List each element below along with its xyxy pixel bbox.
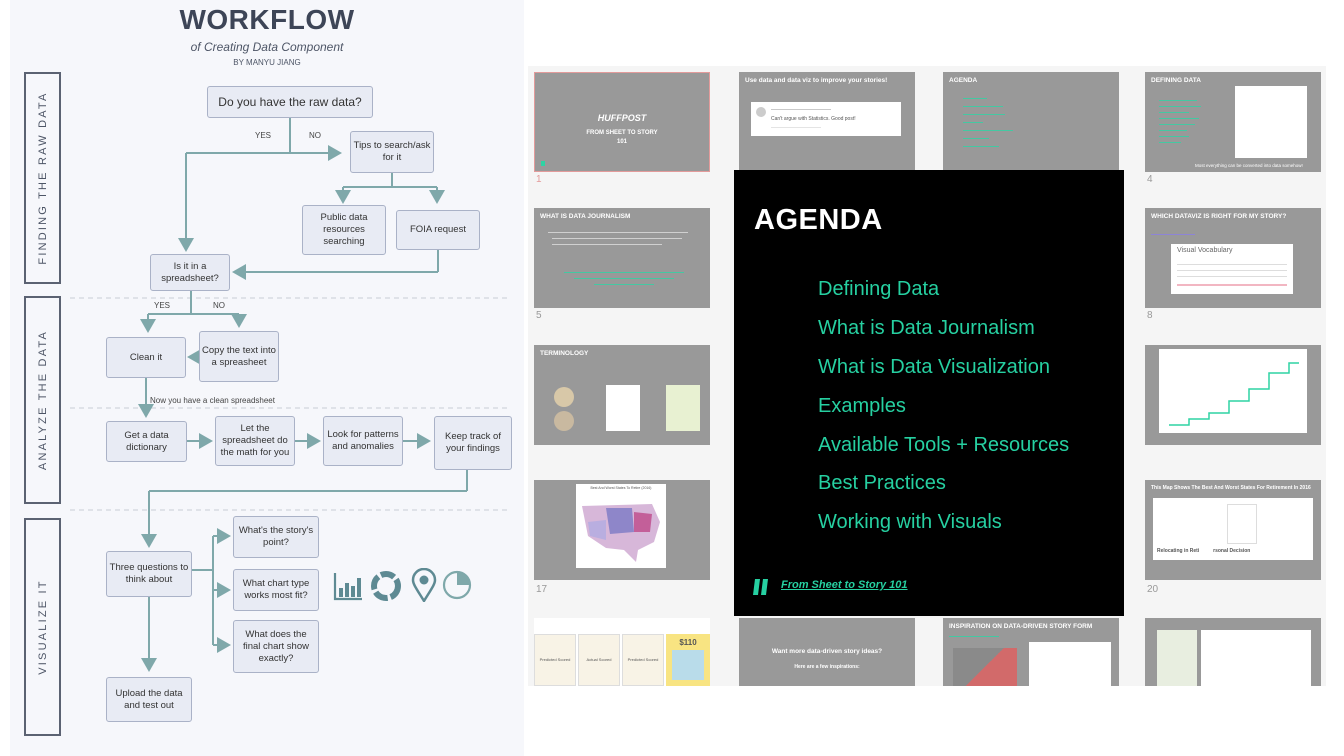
slide-3-title: AGENDA xyxy=(949,77,978,84)
node-chart-type: What chart type works most fit? xyxy=(233,569,319,611)
node-spreadsheet: Is it in a spreadsheet? xyxy=(150,254,230,291)
slide-1-title: FROM SHEET TO STORY 101 xyxy=(586,130,658,145)
node-three-questions: Three questions to think about xyxy=(106,551,192,597)
map-title: Best And Worst States To Retire (2016) xyxy=(590,486,652,490)
slide-thumb-21[interactable]: Predicted Scored Actual Scored Predicted… xyxy=(534,618,710,686)
workflow-author: BY MANYU JIANG xyxy=(233,58,301,67)
slide-thumb-5[interactable]: WHAT IS DATA JOURNALISM xyxy=(534,208,710,308)
price-label: $110 xyxy=(679,638,697,647)
slide-sorter: HUFFPOST FROM SHEET TO STORY 101 1 Use d… xyxy=(528,66,1326,686)
pie-chart-icon xyxy=(442,570,472,600)
node-foia: FOIA request xyxy=(396,210,480,250)
slide-number-8: 8 xyxy=(1147,310,1153,321)
comment-card: Can't argue with Statistics. Good post! xyxy=(751,102,901,136)
node-track-findings: Keep track of your findings xyxy=(434,416,512,470)
node-upload-data: Upload the data and test out xyxy=(106,677,192,722)
workflow-infographic: WORKFLOW of Creating Data Component BY M… xyxy=(10,0,524,756)
slide-thumb-23[interactable]: INSPIRATION ON DATA-DRIVEN STORY FORM xyxy=(943,618,1119,686)
agenda-title: AGENDA xyxy=(754,204,883,236)
card-label-2: Actual Scored xyxy=(586,657,612,662)
node-spreadsheet-math: Let the spreadsheet do the math for you xyxy=(215,416,295,466)
slide-23-title: INSPIRATION ON DATA-DRIVEN STORY FORM xyxy=(949,623,1093,630)
step-chart-image xyxy=(1159,349,1307,433)
donut-chart-icon xyxy=(371,571,401,601)
node-clean: Clean it xyxy=(106,337,186,378)
bar-chart-icon xyxy=(333,573,362,601)
label-no-raw: NO xyxy=(309,131,321,140)
slide-4-note: Most everything can be converted into da… xyxy=(1195,163,1303,168)
agenda-item[interactable]: What is Data Visualization xyxy=(818,356,1050,378)
label-no-spreadsheet: NO xyxy=(213,301,225,310)
us-choropleth-graphic xyxy=(582,504,660,562)
node-tips: Tips to search/ask for it xyxy=(350,131,434,173)
slide-2-title: Use data and data viz to improve your st… xyxy=(745,77,888,84)
slide-thumb-1[interactable]: HUFFPOST FROM SHEET TO STORY 101 xyxy=(534,72,710,172)
step-line-graphic xyxy=(1169,362,1299,426)
node-patterns: Look for patterns and anomalies xyxy=(323,416,403,466)
node-public-data: Public data resources searching xyxy=(302,205,386,255)
slide-thumb-9[interactable]: TERMINOLOGY xyxy=(534,345,710,445)
slide-thumb-24[interactable] xyxy=(1145,618,1321,686)
node-data-dictionary: Get a data dictionary xyxy=(106,421,187,462)
slide-9-title: TERMINOLOGY xyxy=(540,350,589,357)
label-yes-spreadsheet: YES xyxy=(154,301,171,310)
flow-connectors xyxy=(70,118,510,672)
slide-number-20: 20 xyxy=(1147,584,1159,595)
agenda-item[interactable]: Best Practices xyxy=(818,472,946,494)
section-finding-raw-data: FINDING THE RAW DATA xyxy=(24,72,61,284)
slide-thumb-8[interactable]: WHICH DATAVIZ IS RIGHT FOR MY STORY? Vis… xyxy=(1145,208,1321,308)
us-map-image: Best And Worst States To Retire (2016) xyxy=(576,484,666,568)
label-yes-raw: YES xyxy=(255,131,272,140)
retirement-article-image: Relocating in Reti rsonal Decision xyxy=(1153,498,1313,560)
agenda-item[interactable]: Working with Visuals xyxy=(818,511,1002,533)
agenda-item[interactable]: Examples xyxy=(818,395,906,417)
visual-vocabulary-title: Visual Vocabulary xyxy=(1177,247,1233,254)
slide-number-1: 1 xyxy=(536,174,542,185)
section-analyze-data: ANALYZE THE DATA xyxy=(24,296,61,504)
slide-number-5: 5 xyxy=(536,310,542,321)
slide-22-title: Want more data-driven story ideas? xyxy=(771,648,883,655)
agenda-footer-link[interactable]: From Sheet to Story 101 xyxy=(781,579,908,591)
slide-thumb-20[interactable]: This Map Shows The Best And Worst States… xyxy=(1145,480,1321,580)
card-label-1: Predicted Scored xyxy=(539,657,571,662)
visual-vocabulary-card: Visual Vocabulary xyxy=(1171,244,1293,294)
node-copy-text: Copy the text into a spreasheet xyxy=(199,331,279,382)
node-story-point: What's the story's point? xyxy=(233,516,319,558)
slide-number-17: 17 xyxy=(536,584,548,595)
slide-thumb-4[interactable]: DEFINING DATA Most everything can be con… xyxy=(1145,72,1321,172)
slide-number-4: 4 xyxy=(1147,174,1153,185)
workflow-subtitle: of Creating Data Component xyxy=(190,40,344,54)
card-label-3: Predicted Scored xyxy=(627,657,659,662)
slide-thumb-22[interactable]: Want more data-driven story ideas? Here … xyxy=(739,618,915,686)
slide-thumb-17[interactable]: Best And Worst States To Retire (2016) xyxy=(534,480,710,580)
slide-5-title: WHAT IS DATA JOURNALISM xyxy=(540,213,631,220)
huffpost-logo: HUFFPOST xyxy=(597,113,647,123)
label-clean-note: Now you have a clean spreadsheet xyxy=(150,396,275,405)
agenda-item[interactable]: What is Data Journalism xyxy=(818,317,1035,339)
slide-20-note: Relocating in Reti rsonal Decision xyxy=(1157,548,1251,554)
slide-logo-mark xyxy=(541,161,545,166)
slide-4-title: DEFINING DATA xyxy=(1151,77,1201,84)
slide-20-title: This Map Shows The Best And Worst States… xyxy=(1151,485,1311,491)
slide-thumb-12[interactable] xyxy=(1145,345,1321,445)
slide-8-title: WHICH DATAVIZ IS RIGHT FOR MY STORY? xyxy=(1151,213,1287,220)
comment-text: Can't argue with Statistics. Good post! xyxy=(771,116,856,122)
agenda-item[interactable]: Available Tools + Resources xyxy=(818,434,1070,456)
huffpost-mark-icon xyxy=(753,579,768,595)
section-visualize-it: VISUALIZE IT xyxy=(24,518,61,736)
slide-thumb-3[interactable]: AGENDA xyxy=(943,72,1119,172)
agenda-slide: AGENDA Defining Data What is Data Journa… xyxy=(734,170,1124,616)
node-raw-data: Do you have the raw data? xyxy=(207,86,373,118)
workflow-title: WORKFLOW xyxy=(179,4,355,35)
node-chart-show: What does the final chart show exactly? xyxy=(233,620,319,673)
data-sheet-image xyxy=(1235,86,1307,158)
agenda-item[interactable]: Defining Data xyxy=(818,278,940,300)
slide-thumb-2[interactable]: Use data and data viz to improve your st… xyxy=(739,72,915,172)
slide-22-subtitle: Here are a few inspirations: xyxy=(794,664,860,670)
map-pin-icon xyxy=(411,568,437,602)
